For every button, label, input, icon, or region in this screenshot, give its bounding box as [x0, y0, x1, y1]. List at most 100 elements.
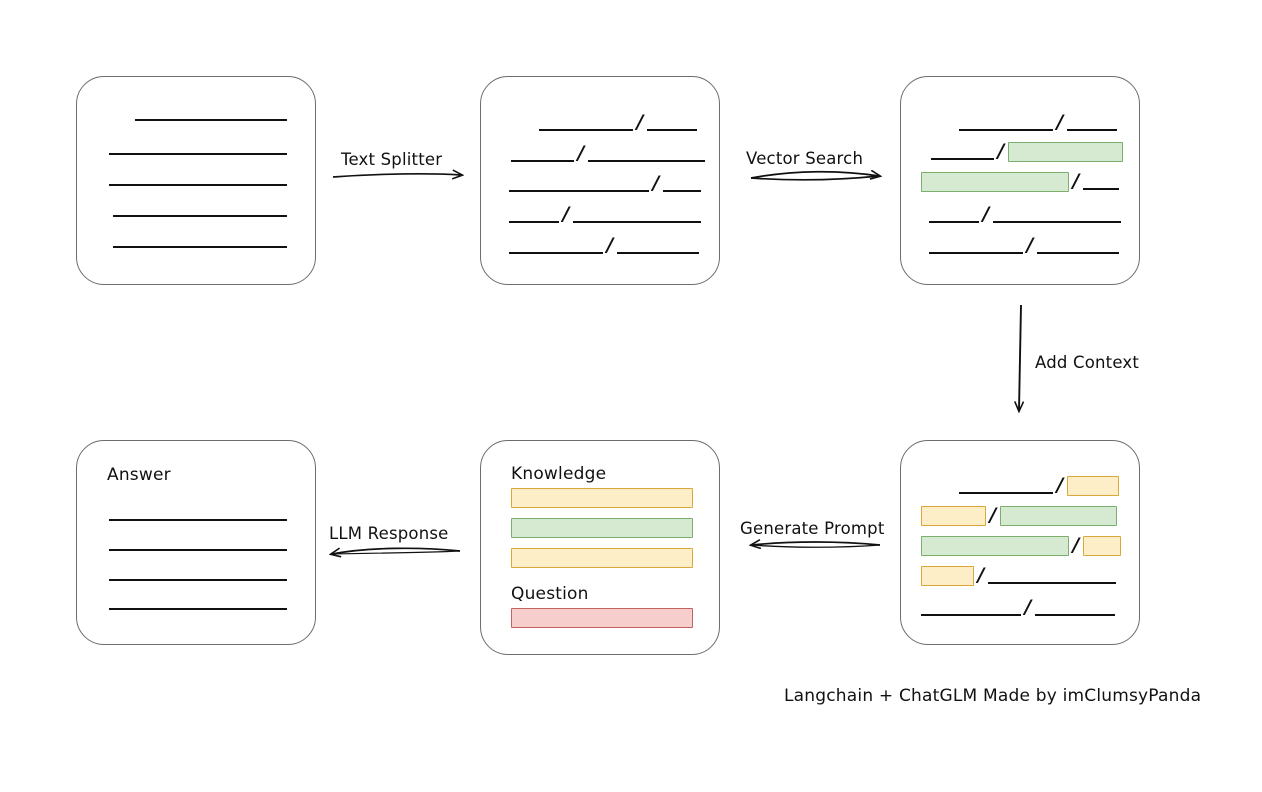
arrow-vector-search — [750, 172, 879, 181]
content-row: / — [901, 171, 1139, 193]
content-row: / — [901, 565, 1139, 587]
separator-slash: / — [1024, 595, 1032, 618]
separator-slash: / — [982, 202, 990, 225]
text-line — [959, 492, 1053, 494]
arrow-generate-prompt — [752, 542, 881, 547]
text-line — [539, 129, 633, 131]
text-line — [109, 579, 287, 581]
context-chunks-rows: / / / / / — [901, 441, 1139, 644]
content-row — [77, 102, 315, 124]
content-row — [481, 547, 719, 569]
text-line — [647, 129, 697, 131]
separator-slash: / — [989, 503, 997, 526]
text-line — [113, 215, 287, 217]
content-row: / — [481, 173, 719, 195]
text-line — [929, 221, 979, 223]
text-line — [1067, 129, 1117, 131]
footer-credit: Langchain + ChatGLM Made by imClumsyPand… — [784, 686, 1202, 706]
edge-llm-response-label: LLM Response — [329, 524, 449, 543]
content-row — [481, 517, 719, 539]
separator-slash: / — [636, 110, 644, 133]
answer-rows: Answer — [77, 441, 315, 644]
content-row: / — [901, 475, 1139, 497]
content-row — [481, 487, 719, 509]
source-document-rows — [77, 77, 315, 284]
edge-generate-prompt-label: Generate Prompt — [740, 519, 885, 538]
separator-slash: / — [997, 139, 1005, 162]
text-line — [511, 160, 574, 162]
content-row — [481, 607, 719, 629]
content-row: / — [901, 112, 1139, 134]
text-line — [509, 252, 603, 254]
box-label-answer: Answer — [107, 465, 171, 485]
content-row: / — [901, 235, 1139, 257]
split-chunks-box[interactable]: / / / / / — [480, 76, 720, 285]
vector-matched-chunks-box[interactable]: / / / / / — [900, 76, 1140, 285]
content-row: / — [901, 141, 1139, 163]
separator-slash: / — [1072, 169, 1080, 192]
text-line — [1037, 252, 1119, 254]
text-line — [573, 221, 701, 223]
text-line — [929, 252, 1023, 254]
text-line — [1083, 188, 1119, 190]
content-row: / — [481, 204, 719, 226]
text-line — [135, 119, 287, 121]
edge-vector-search-label: Vector Search — [746, 149, 864, 168]
highlight-chip-green — [511, 518, 693, 538]
content-row — [77, 167, 315, 189]
text-line — [109, 519, 287, 521]
text-line — [663, 190, 701, 192]
text-line — [109, 549, 287, 551]
box-label-knowledge: Knowledge — [511, 464, 607, 484]
text-line — [509, 221, 559, 223]
separator-slash: / — [1056, 110, 1064, 133]
separator-slash: / — [977, 563, 985, 586]
arrow-text-splitter — [332, 174, 461, 177]
content-row: / — [481, 143, 719, 165]
content-row — [77, 198, 315, 220]
answer-box[interactable]: Answer — [76, 440, 316, 645]
text-line — [109, 184, 287, 186]
text-line — [109, 153, 287, 155]
separator-slash: / — [652, 171, 660, 194]
content-row — [77, 136, 315, 158]
content-row: / — [901, 505, 1139, 527]
separator-slash: / — [562, 202, 570, 225]
highlight-chip-yellow — [1067, 476, 1119, 496]
highlight-chip-yellow — [1083, 536, 1121, 556]
content-row — [77, 502, 315, 524]
content-row: / — [901, 597, 1139, 619]
highlight-chip-green — [921, 172, 1069, 192]
content-row: / — [901, 204, 1139, 226]
text-line — [109, 608, 287, 610]
text-line — [509, 190, 649, 192]
text-line — [959, 129, 1053, 131]
content-row — [77, 591, 315, 613]
text-line — [617, 252, 699, 254]
text-line — [988, 582, 1116, 584]
highlight-chip-green — [1008, 142, 1123, 162]
content-row — [77, 532, 315, 554]
context-chunks-box[interactable]: / / / / / — [900, 440, 1140, 645]
box-label-question: Question — [511, 584, 589, 604]
highlight-chip-green — [1000, 506, 1117, 526]
separator-slash: / — [577, 141, 585, 164]
content-row — [77, 229, 315, 251]
highlight-chip-yellow — [921, 506, 986, 526]
separator-slash: / — [1056, 473, 1064, 496]
text-line — [931, 158, 994, 160]
arrow-add-context — [1019, 304, 1021, 410]
content-row: / — [901, 535, 1139, 557]
edge-text-splitter-label: Text Splitter — [341, 150, 443, 169]
vector-matched-chunks-rows: / / / / / — [901, 77, 1139, 284]
source-document-box[interactable] — [76, 76, 316, 285]
highlight-chip-green — [921, 536, 1069, 556]
content-row — [77, 562, 315, 584]
text-line — [1035, 614, 1115, 616]
separator-slash: / — [606, 233, 614, 256]
highlight-chip-yellow — [511, 488, 693, 508]
arrow-llm-response — [332, 547, 461, 554]
